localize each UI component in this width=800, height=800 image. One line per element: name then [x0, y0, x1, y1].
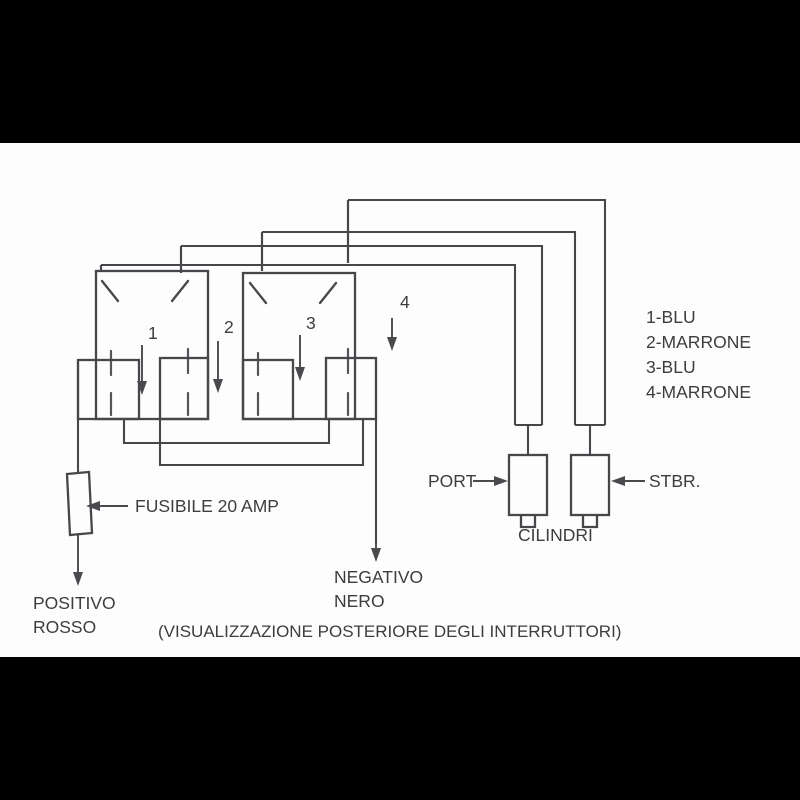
cylinder-feed-joins [515, 423, 605, 455]
wire-number-3-label: 3 [306, 313, 316, 333]
contact-blade-right-1 [248, 281, 268, 305]
fuse-label: FUSIBILE 20 AMP [135, 496, 279, 516]
negative-wire [371, 419, 381, 562]
contact-blade-right-2 [318, 281, 338, 305]
port-label: PORT [428, 471, 477, 491]
wire-path-4 [346, 198, 607, 425]
positive-label-line1: POSITIVO [33, 593, 116, 613]
fuse-callout: FUSIBILE 20 AMP [86, 496, 279, 516]
switch-right[interactable] [241, 200, 378, 421]
diagram-caption: (VISUALIZZAZIONE POSTERIORE DEGLI INTERR… [158, 622, 621, 641]
port-callout: PORT [428, 471, 508, 491]
legend-line-1: 1-BLU [646, 307, 696, 327]
fuse-box[interactable] [65, 470, 94, 537]
wire-path-1 [99, 263, 517, 425]
contact-blade-left-2 [170, 279, 190, 303]
negative-label-line2: NERO [334, 591, 385, 611]
diagram-canvas: 1 2 3 4 [0, 143, 800, 657]
wire-number-2-label: 2 [224, 317, 234, 337]
legend-line-3: 3-BLU [646, 357, 696, 377]
positive-output-arrow [73, 535, 83, 586]
starboard-label: STBR. [649, 471, 701, 491]
starboard-callout: STBR. [611, 471, 701, 491]
return-wire-upper [122, 419, 331, 445]
letterbox-bottom-bar [0, 657, 800, 800]
cylinder-port[interactable] [507, 453, 549, 529]
switch-left[interactable] [76, 246, 210, 421]
wire-marker-2: 2 [213, 317, 234, 393]
contact-blade-left-1 [100, 279, 120, 303]
cylinder-starboard[interactable] [569, 453, 611, 529]
negative-label-line1: NEGATIVO [334, 567, 423, 587]
legend-line-2: 2-MARRONE [646, 332, 751, 352]
letterbox-top-bar [0, 0, 800, 143]
wire-number-1-label: 1 [148, 323, 158, 343]
positive-label-line2: ROSSO [33, 617, 96, 637]
cylinders-label: CILINDRI [518, 525, 593, 545]
legend-line-4: 4-MARRONE [646, 382, 751, 402]
wire-marker-4: 4 [387, 292, 410, 351]
wire-marker-3: 3 [295, 313, 316, 381]
wire-path-2 [179, 244, 544, 425]
wiring-diagram: 1 2 3 4 [33, 198, 751, 641]
wire-number-4-label: 4 [400, 292, 410, 312]
wire-colour-legend: 1-BLU 2-MARRONE 3-BLU 4-MARRONE [646, 307, 751, 402]
return-wire-lower [158, 419, 365, 467]
